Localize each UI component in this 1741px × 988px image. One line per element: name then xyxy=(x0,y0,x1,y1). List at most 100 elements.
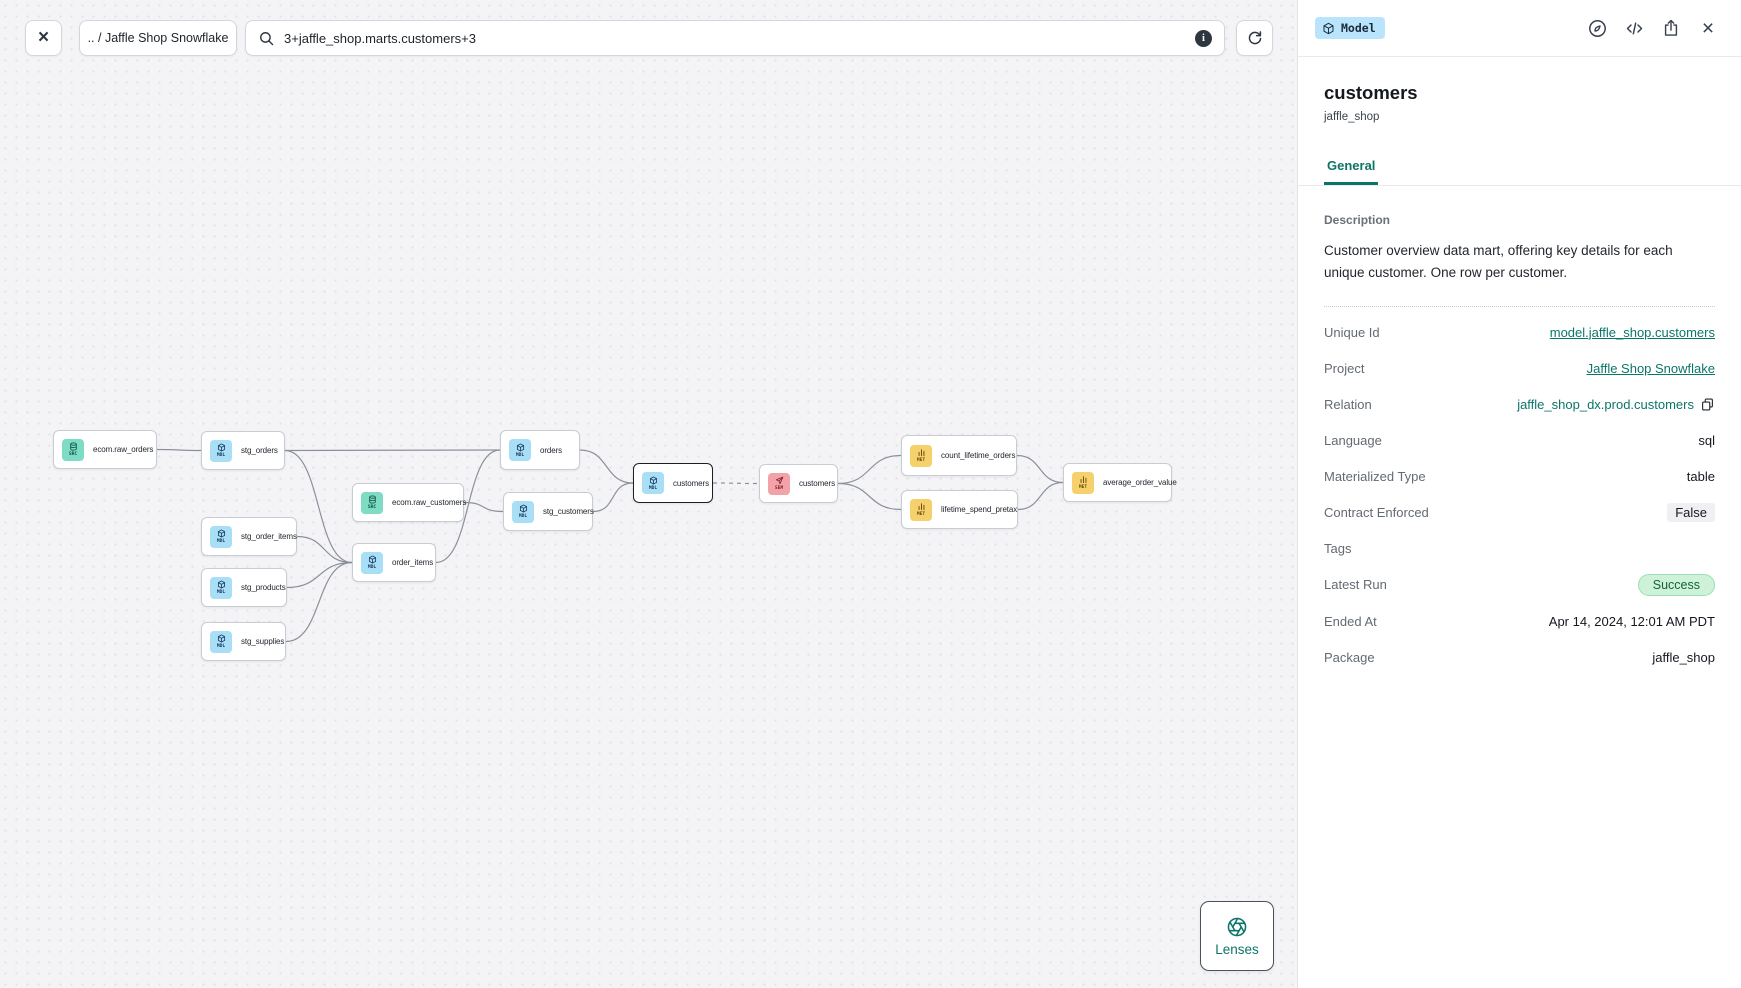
lineage-search-box: i xyxy=(245,20,1225,56)
edge-stg_supplies-to-order_items xyxy=(285,561,353,643)
breadcrumb[interactable]: .. / Jaffle Shop Snowflake xyxy=(79,20,237,56)
refresh-lineage-button[interactable] xyxy=(1236,20,1273,56)
field-label: Project xyxy=(1324,360,1365,376)
field-label: Relation xyxy=(1324,396,1372,412)
graph-node-label: customers xyxy=(799,479,835,488)
graph-node-raw_customers[interactable]: SRC ecom.raw_customers xyxy=(352,483,467,522)
field-label: Materialized Type xyxy=(1324,468,1426,484)
panel-tabs: General xyxy=(1298,157,1741,186)
field-label: Tags xyxy=(1324,540,1352,556)
field-label: Unique Id xyxy=(1324,324,1380,340)
graph-node-stg_order_items[interactable]: MDL stg_order_items xyxy=(201,517,297,556)
edge-stg_orders-to-orders xyxy=(284,449,501,452)
resource-type-label: Model xyxy=(1341,21,1376,35)
search-icon xyxy=(258,30,275,47)
field-row-materialized-type: Materialized Type table xyxy=(1324,466,1715,487)
field-label: Latest Run xyxy=(1324,577,1387,593)
close-panel-icon[interactable]: × xyxy=(1701,16,1715,40)
cube-icon: MDL xyxy=(509,439,531,461)
metric-icon: MET xyxy=(1072,471,1094,494)
cube-icon: MDL xyxy=(210,525,232,548)
edge-stg_orders-to-order_items xyxy=(284,449,353,564)
field-row-package: Package jaffle_shop xyxy=(1324,647,1715,668)
graph-node-label: stg_supplies xyxy=(241,637,285,646)
package-value: jaffle_shop xyxy=(1652,649,1715,665)
info-icon[interactable]: i xyxy=(1195,29,1212,47)
close-lineage-button[interactable]: × xyxy=(25,20,62,56)
share-icon[interactable] xyxy=(1659,16,1683,40)
graph-node-label: customers xyxy=(673,478,709,488)
edge-count_lifetime_orders-to-average_order_value xyxy=(1016,454,1064,484)
field-row-tags: Tags xyxy=(1324,538,1715,559)
metric-icon: MET xyxy=(910,498,932,521)
field-row-language: Language sql xyxy=(1324,430,1715,451)
latest-run-status-badge: Success xyxy=(1637,573,1715,596)
description-text: Customer overview data mart, offering ke… xyxy=(1324,243,1673,280)
graph-node-label: ecom.raw_customers xyxy=(392,498,467,507)
field-label: Ended At xyxy=(1324,613,1377,629)
description-label: Description xyxy=(1324,213,1391,227)
cube-icon xyxy=(1322,22,1335,35)
edge-orders-to-customers xyxy=(579,449,634,484)
lenses-button[interactable]: Lenses xyxy=(1200,901,1274,971)
selector-search-input[interactable] xyxy=(284,30,1186,46)
relation-value: jaffle_shop_dx.prod.customers xyxy=(1517,396,1694,412)
edge-stg_products-to-order_items xyxy=(286,561,353,589)
cube-icon: MDL xyxy=(210,630,232,653)
unique-id-link[interactable]: model.jaffle_shop.customers xyxy=(1549,324,1715,340)
database-icon: SRC xyxy=(62,438,84,461)
divider xyxy=(1324,305,1715,307)
graph-node-raw_orders[interactable]: SRC ecom.raw_orders xyxy=(53,430,157,469)
contract-enforced-badge: False xyxy=(1667,502,1715,522)
ended-at-value: Apr 14, 2024, 12:01 AM PDT xyxy=(1548,613,1715,629)
edge-order_items-to-orders xyxy=(435,449,501,564)
graph-node-label: stg_order_items xyxy=(241,532,297,541)
explore-compass-icon[interactable] xyxy=(1585,16,1609,40)
node-subtitle: jaffle_shop xyxy=(1324,111,1380,123)
code-icon[interactable] xyxy=(1622,16,1646,40)
graph-node-customers_sem[interactable]: SEM customers xyxy=(759,464,838,503)
aperture-icon xyxy=(1226,916,1248,938)
edge-stg_customers-to-customers xyxy=(592,482,634,513)
node-title: customers xyxy=(1324,82,1418,103)
graph-node-label: stg_customers xyxy=(543,507,594,516)
edge-raw_customers-to-stg_customers xyxy=(463,501,504,513)
graph-node-label: order_items xyxy=(392,558,434,567)
graph-node-label: orders xyxy=(540,445,563,455)
field-row-contract-enforced: Contract Enforced False xyxy=(1324,502,1715,523)
cube-icon: MDL xyxy=(512,500,534,523)
graph-node-label: stg_products xyxy=(241,583,286,592)
graph-node-label: ecom.raw_orders xyxy=(93,445,154,454)
lenses-label: Lenses xyxy=(1215,941,1259,957)
graph-node-stg_customers[interactable]: MDL stg_customers xyxy=(503,492,594,531)
tab-general[interactable]: General xyxy=(1324,158,1379,185)
materialized-type-value: table xyxy=(1686,468,1715,484)
graph-node-label: count_lifetime_orders xyxy=(941,451,1016,460)
edge-stg_order_items-to-order_items xyxy=(296,535,353,564)
edge-customers_sem-to-count_lifetime_orders xyxy=(837,454,902,485)
field-label: Language xyxy=(1324,432,1382,448)
cube-icon: MDL xyxy=(642,472,664,494)
metric-icon: MET xyxy=(910,444,932,467)
semantic-icon: SEM xyxy=(768,472,790,495)
project-link[interactable]: Jaffle Shop Snowflake xyxy=(1586,360,1715,376)
edge-raw_orders-to-stg_orders xyxy=(156,448,202,452)
copy-icon[interactable] xyxy=(1700,397,1715,412)
graph-node-label: stg_orders xyxy=(241,446,278,455)
field-row-latest-run: Latest Run Success xyxy=(1324,573,1715,596)
database-icon: SRC xyxy=(361,491,383,514)
field-row-ended-at: Ended At Apr 14, 2024, 12:01 AM PDT xyxy=(1324,611,1715,632)
graph-node-stg_supplies[interactable]: MDL stg_supplies xyxy=(201,622,286,661)
resource-type-badge: Model xyxy=(1315,17,1385,39)
graph-node-customers[interactable]: MDL customers xyxy=(633,463,713,503)
graph-node-orders[interactable]: MDL orders xyxy=(500,430,580,470)
graph-node-count_lifetime_orders[interactable]: MET count_lifetime_orders xyxy=(901,435,1017,476)
lineage-toolbar: × .. / Jaffle Shop Snowflake i xyxy=(0,0,1297,80)
